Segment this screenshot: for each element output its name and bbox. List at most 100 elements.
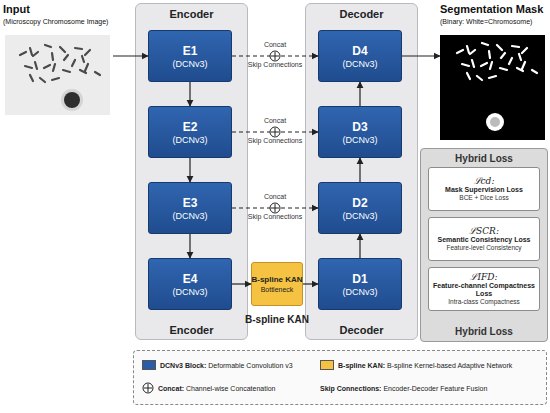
node-text: (DCNv3) [173, 135, 208, 145]
flow-arrow [402, 55, 440, 56]
concat-symbol [270, 51, 280, 61]
node-text: ℒSCR: [469, 226, 499, 236]
flow-arrow [113, 55, 148, 56]
node-text: E1 [183, 44, 198, 58]
node-text: Feature-level Consistency [446, 244, 521, 251]
node-text: D2 [352, 196, 367, 210]
node-text: E2 [183, 120, 198, 134]
skip-label: Skip Connections [248, 61, 302, 68]
flow-arrow [189, 234, 190, 258]
kan-bottleneck: B-spline KANBottleneck [251, 262, 303, 306]
dcn-block: E4(DCNv3) [148, 258, 232, 310]
legend-item: DCNv3 Block: Deformable Convolution v3 [142, 359, 293, 371]
skip-label: Skip Connections [248, 213, 302, 220]
node-text: Input [3, 3, 30, 15]
node-text: Hybrid Loss [421, 153, 547, 164]
chromosome-marks [20, 45, 100, 82]
edge-label: Concat [264, 117, 286, 124]
legend-frame [133, 350, 547, 405]
skip-connection [232, 207, 318, 208]
legend-item: Skip Connections: Encoder-Decoder Featur… [320, 382, 487, 394]
concat-symbol [270, 203, 280, 213]
edge-label: Concat [264, 193, 286, 200]
loss-box: ℒcd:Mask Supervision LossBCE + Dice Loss [428, 167, 540, 211]
node-text: (DCNv3) [343, 211, 378, 221]
flow-arrow [189, 158, 190, 182]
node-text: Intra-class Compactness [448, 298, 520, 305]
flow-arrow [359, 234, 360, 258]
dcn-block: D3(DCNv3) [318, 106, 402, 158]
flow-arrow [359, 158, 360, 182]
legend-desc: Deformable Convolution v3 [206, 362, 292, 369]
node-text: (DCNv3) [173, 287, 208, 297]
node-text: Decoder [306, 8, 417, 20]
encoder-panel: EncoderEncoderE1(DCNv3)E2(DCNv3)E3(DCNv3… [135, 3, 248, 340]
node-text: (DCNv3) [173, 59, 208, 69]
node-text: Semantic Consistency Loss [438, 236, 531, 244]
legend-text: B-spline KAN: B-spline Kernel-based Adap… [338, 362, 512, 369]
mask-blob [486, 113, 504, 131]
legend-text: Skip Connections: Encoder-Decoder Featur… [320, 385, 487, 392]
bottleneck-label: B-spline KAN [245, 314, 309, 325]
legend-term: Concat: [158, 385, 184, 392]
legend-desc: Encoder-Decoder Feature Fusion [381, 385, 487, 392]
mask-chromosomes [457, 43, 537, 80]
node-text: ℒcd: [474, 176, 495, 186]
node-text: D4 [352, 44, 367, 58]
dcn-block: E1(DCNv3) [148, 30, 232, 82]
loss-box: ℒIFD:Feature-channel Compactness LossInt… [428, 267, 540, 311]
loss-panel: Hybrid LossHybrid Lossℒcd:Mask Supervisi… [420, 148, 548, 342]
dcn-block: D4(DCNv3) [318, 30, 402, 82]
nucleus-halo [61, 89, 83, 111]
node-text: (DCNv3) [343, 287, 378, 297]
node-text: Mask Supervision Loss [445, 186, 523, 194]
dcn-block: E3(DCNv3) [148, 182, 232, 234]
node-text: Encoder [136, 8, 247, 20]
node-text: (DCNv3) [173, 211, 208, 221]
output-mask: Segmentation Mask (Binary: White=Chromoso… [440, 3, 547, 140]
microscopy-image [5, 35, 110, 115]
node-text: Segmentation Mask [440, 3, 543, 15]
mask-marks [457, 43, 537, 80]
node-text: (Microscopy Chromosome Image) [3, 18, 108, 25]
dcn-block: D2(DCNv3) [318, 182, 402, 234]
node-text: (DCNv3) [343, 59, 378, 69]
node-text: E4 [183, 272, 198, 286]
legend-desc: Channel-wise Concatenation [184, 385, 275, 392]
node-text: Encoder [136, 324, 247, 336]
skip-label: Skip Connections [248, 137, 302, 144]
dcn-block: E2(DCNv3) [148, 106, 232, 158]
node-text: (DCNv3) [343, 135, 378, 145]
legend-term: DCNv3 Block: [160, 362, 206, 369]
legend-item: Concat: Channel-wise Concatenation [142, 382, 276, 394]
flow-arrow [189, 82, 190, 106]
node-text: Feature-channel Compactness Loss [429, 282, 539, 298]
mask-blob-core [490, 117, 500, 127]
legend-swatch [320, 360, 334, 370]
legend-term: Skip Connections: [320, 385, 381, 392]
legend-swatch [142, 360, 156, 370]
node-text: (Binary: White=Chromosome) [440, 18, 532, 25]
concat-symbol [142, 382, 154, 394]
node-text: D1 [352, 272, 367, 286]
node-text: Hybrid Loss [421, 326, 547, 337]
legend-item: B-spline KAN: B-spline Kernel-based Adap… [320, 359, 512, 371]
node-text: Decoder [306, 324, 417, 336]
concat-symbol [270, 127, 280, 137]
dcn-block: D1(DCNv3) [318, 258, 402, 310]
flow-arrow [359, 82, 360, 106]
flow-arrow [303, 283, 318, 284]
node-text: ℒIFD: [470, 272, 497, 282]
legend-text: Concat: Channel-wise Concatenation [158, 385, 276, 392]
node-text: BCE + Dice Loss [459, 194, 508, 201]
flow-arrow [232, 283, 251, 284]
loss-box: ℒSCR:Semantic Consistency LossFeature-le… [428, 217, 540, 261]
decoder-panel: DecoderDecoderD4(DCNv3)D3(DCNv3)D2(DCNv3… [305, 3, 418, 340]
node-text: Bottleneck [261, 286, 294, 293]
mask-image [440, 35, 545, 140]
legend-desc: B-spline Kernel-based Adaptive Network [385, 362, 512, 369]
node-text: E3 [183, 196, 198, 210]
legend-term: B-spline KAN: [338, 362, 385, 369]
